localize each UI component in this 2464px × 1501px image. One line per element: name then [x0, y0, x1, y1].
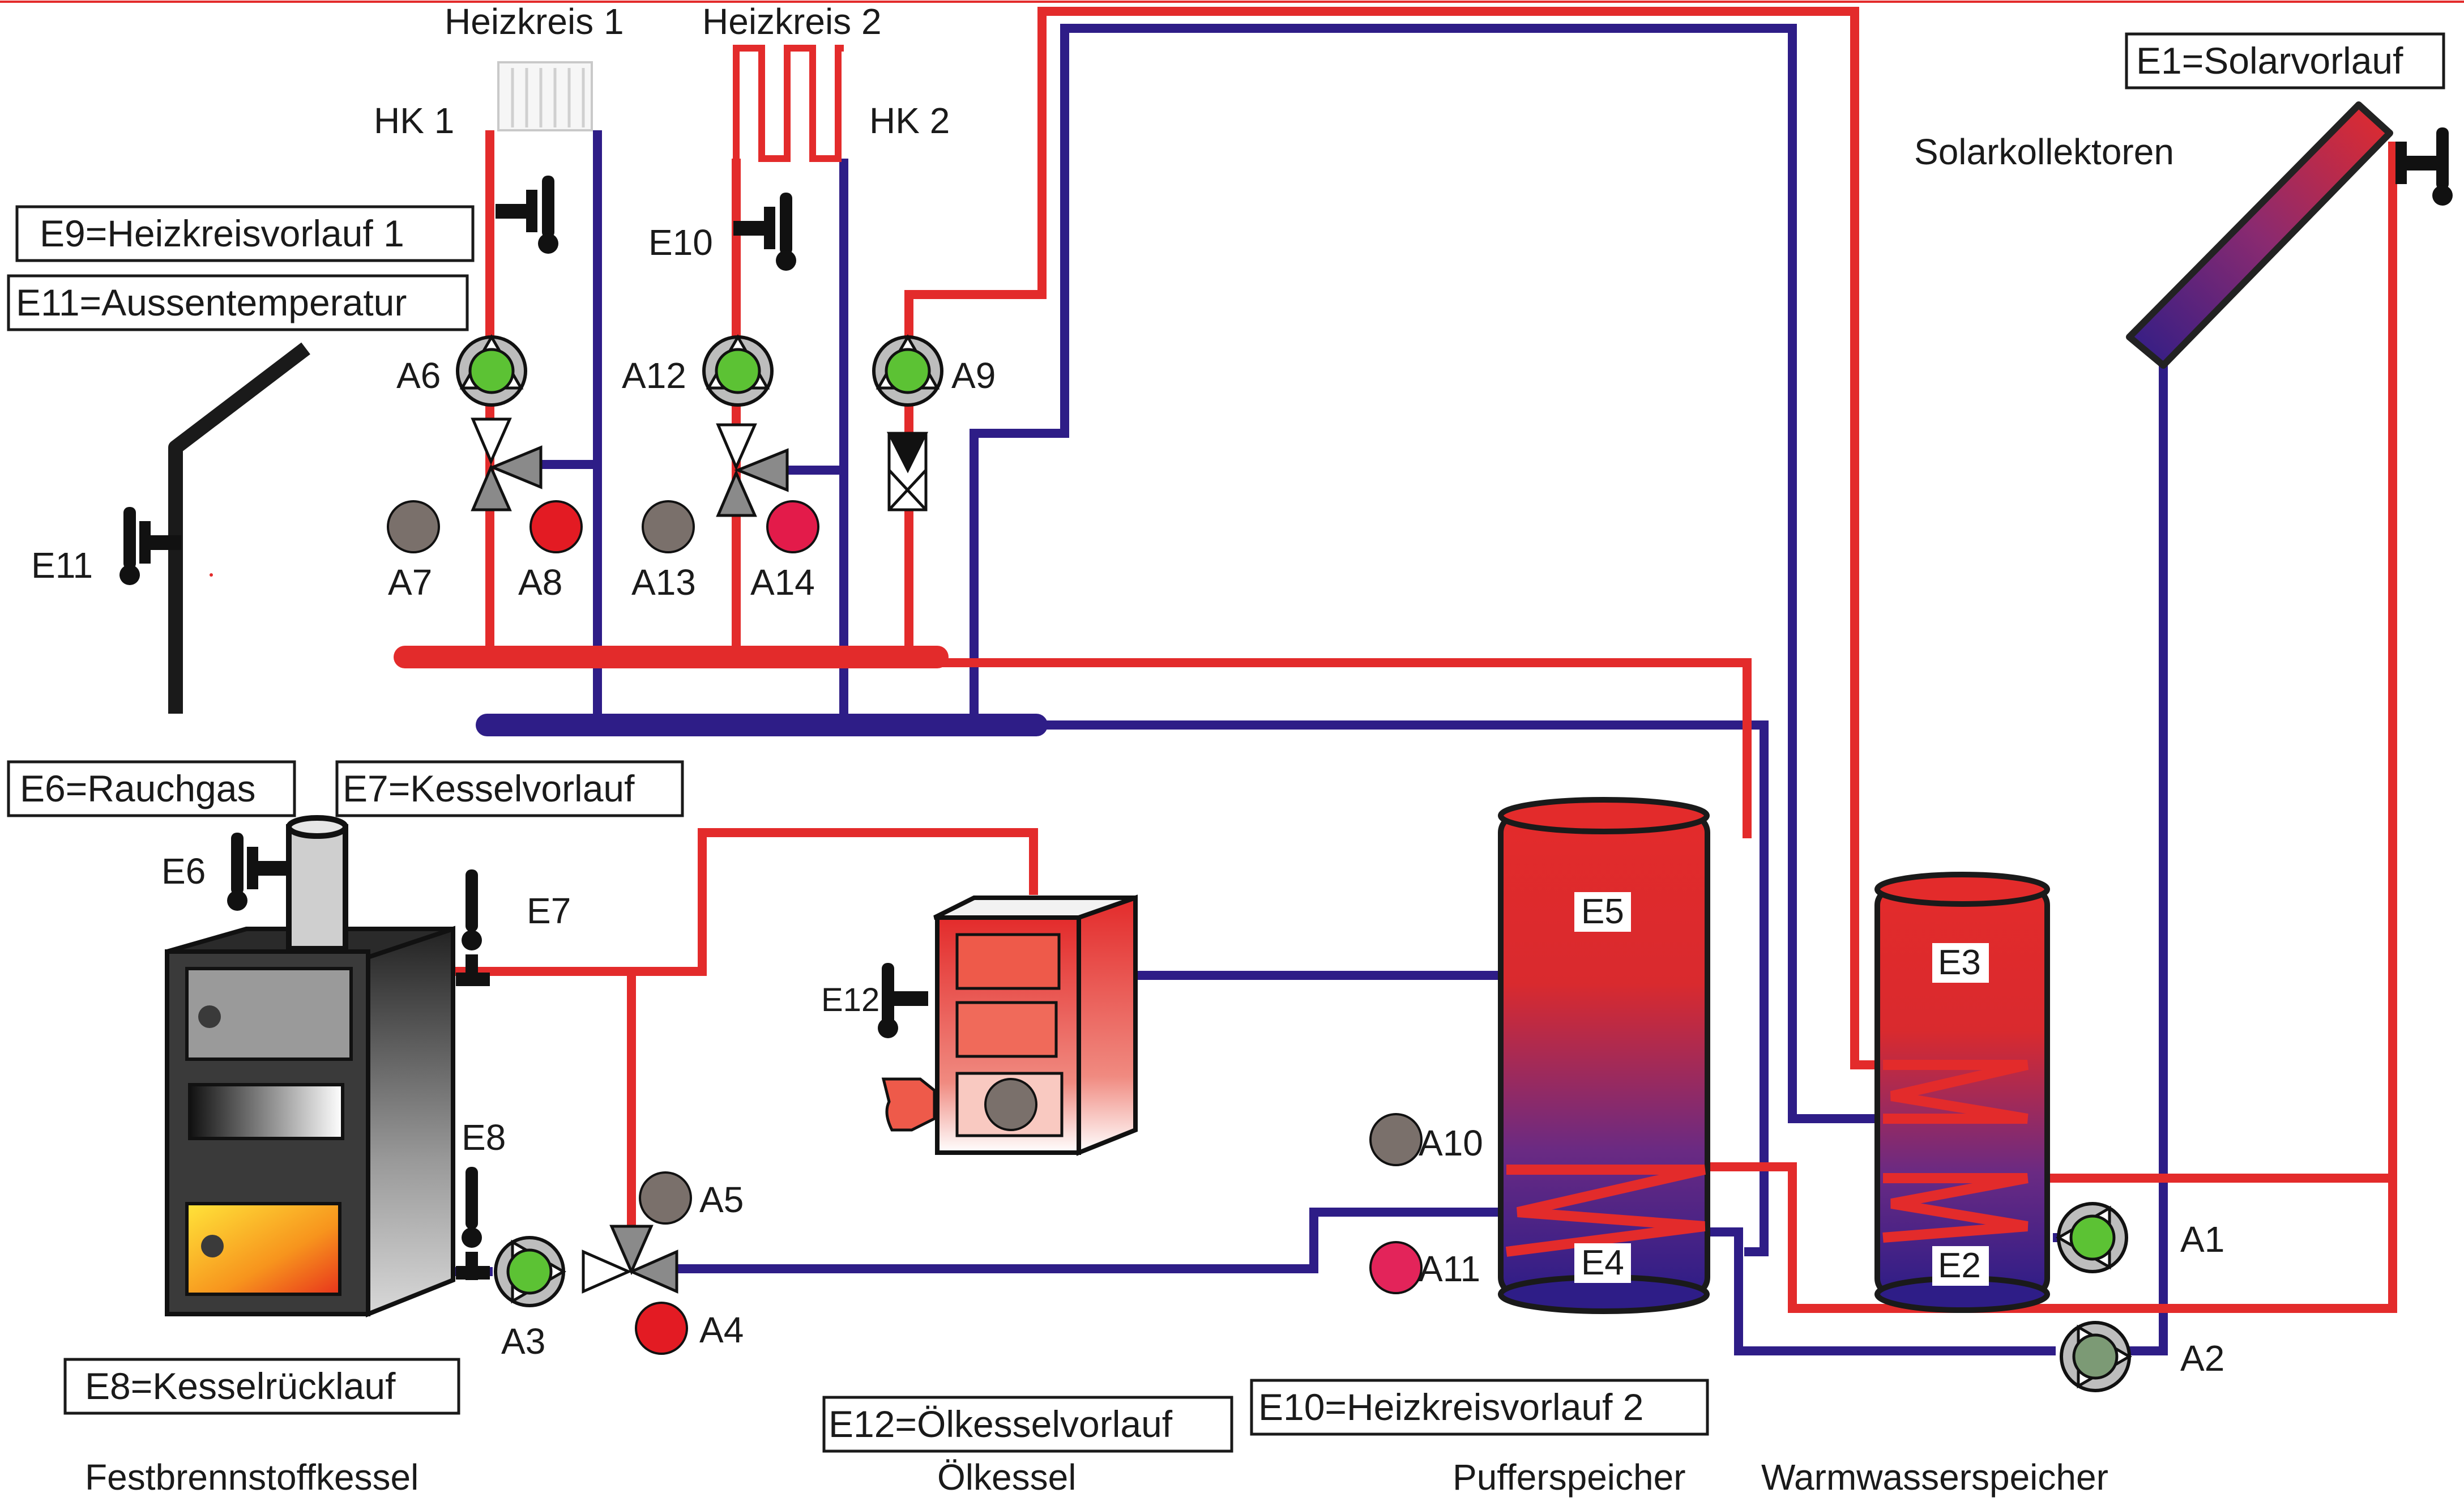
label-a13: A13	[631, 562, 696, 603]
pufferspeicher-tank	[1498, 797, 1710, 1314]
label-a14: A14	[750, 562, 815, 603]
pump-a3	[494, 1236, 566, 1307]
box-e8	[63, 1358, 460, 1415]
label-heizkreis-2: Heizkreis 2	[702, 1, 882, 42]
festbrennstoffkessel	[165, 815, 455, 1317]
label-hk1: HK 1	[374, 100, 454, 141]
caption-pufferspeicher: Pufferspeicher	[1453, 1457, 1686, 1498]
label-e4: E4	[1581, 1243, 1624, 1282]
pump-a12	[702, 334, 774, 407]
sensor-e9-icon	[496, 176, 558, 254]
box-e6	[7, 760, 296, 817]
mixing-valve-a3	[582, 1225, 678, 1294]
caption-warmwasserspeicher: Warmwasserspeicher	[1761, 1457, 2108, 1498]
pump-a9	[872, 334, 943, 407]
box-e8-text: E8=Kesselrücklauf	[85, 1365, 396, 1407]
sensor-e1-icon	[2395, 127, 2453, 206]
sensor-e8-icon	[456, 1167, 490, 1280]
tank-label-bg-e5	[1574, 892, 1631, 932]
box-e10	[1250, 1379, 1709, 1436]
tank-label-bg-e4	[1574, 1243, 1631, 1283]
box-e11-text: E11=Aussentemperatur	[16, 282, 407, 323]
tank-label-bg-e2	[1932, 1246, 1989, 1286]
label-a6: A6	[396, 355, 441, 396]
label-a3: A3	[501, 1321, 545, 1362]
outside-sensor-mount	[168, 342, 310, 714]
sensor-e12-icon	[878, 963, 928, 1038]
box-e10-text: E10=Heizkreisvorlauf 2	[1258, 1386, 1644, 1428]
sensor-e11-icon	[119, 507, 181, 585]
label-a8: A8	[518, 562, 562, 603]
label-e12: E12	[821, 982, 879, 1018]
caption-oelkessel: Ölkessel	[937, 1457, 1076, 1498]
label-e2: E2	[1938, 1246, 1981, 1285]
label-a2: A2	[2180, 1338, 2224, 1379]
output-a14	[766, 500, 819, 553]
output-a8	[529, 500, 583, 553]
oelkessel	[881, 894, 1138, 1156]
label-hk2: HK 2	[869, 100, 950, 141]
label-a9: A9	[951, 355, 996, 396]
mixing-valve-hk1	[471, 417, 543, 511]
label-solarkollektoren: Solarkollektoren	[1914, 131, 2174, 172]
label-e8: E8	[462, 1117, 506, 1158]
label-a4: A4	[699, 1310, 744, 1350]
radiator-heizkreis-1	[497, 61, 593, 131]
box-e12	[822, 1396, 1233, 1453]
box-e6-text: E6=Rauchgas	[20, 767, 255, 809]
pump-a6	[456, 334, 527, 407]
label-e6: E6	[161, 851, 206, 892]
box-e7	[335, 760, 684, 817]
label-e3: E3	[1938, 943, 1981, 982]
label-e7: E7	[527, 890, 571, 931]
label-e5: E5	[1581, 892, 1624, 931]
sensor-e10-icon	[733, 193, 796, 271]
box-e7-text: E7=Kesselvorlauf	[343, 767, 635, 809]
pump-a2	[2060, 1321, 2132, 1392]
label-heizkreis-1: Heizkreis 1	[445, 1, 624, 42]
output-a10	[1369, 1113, 1423, 1166]
label-a1: A1	[2180, 1219, 2224, 1260]
box-e11	[7, 274, 469, 331]
check-valve-a9	[886, 432, 929, 511]
box-e1-text: E1=Solarvorlauf	[2136, 40, 2403, 82]
box-e9	[15, 205, 475, 262]
output-a7	[387, 500, 440, 553]
label-a5: A5	[699, 1179, 744, 1220]
sensor-e7-icon	[456, 869, 490, 986]
pump-a1	[2056, 1202, 2128, 1273]
output-a5	[639, 1171, 692, 1225]
output-a13	[642, 500, 695, 553]
box-e12-text: E12=Ölkesselvorlauf	[829, 1403, 1173, 1445]
sensor-e6-icon	[227, 833, 289, 911]
mixing-valve-hk2	[716, 423, 789, 517]
caption-festbrennstoffkessel: Festbrennstoffkessel	[85, 1457, 419, 1498]
output-a11	[1369, 1241, 1423, 1294]
label-a12: A12	[622, 355, 686, 396]
solar-collector	[2126, 101, 2393, 369]
tank-label-bg-e3	[1932, 943, 1989, 983]
label-a7: A7	[388, 562, 432, 603]
label-a11: A11	[1419, 1248, 1480, 1289]
box-e9-text: E9=Heizkreisvorlauf 1	[40, 212, 404, 254]
label-e11: E11	[31, 545, 93, 586]
output-a4	[635, 1302, 688, 1355]
box-e1	[2125, 32, 2445, 89]
label-e10: E10	[648, 222, 713, 263]
floor-heating-heizkreis-2	[733, 45, 844, 162]
warmwasserspeicher-tank	[1874, 872, 2050, 1313]
label-a10: A10	[1419, 1123, 1483, 1163]
